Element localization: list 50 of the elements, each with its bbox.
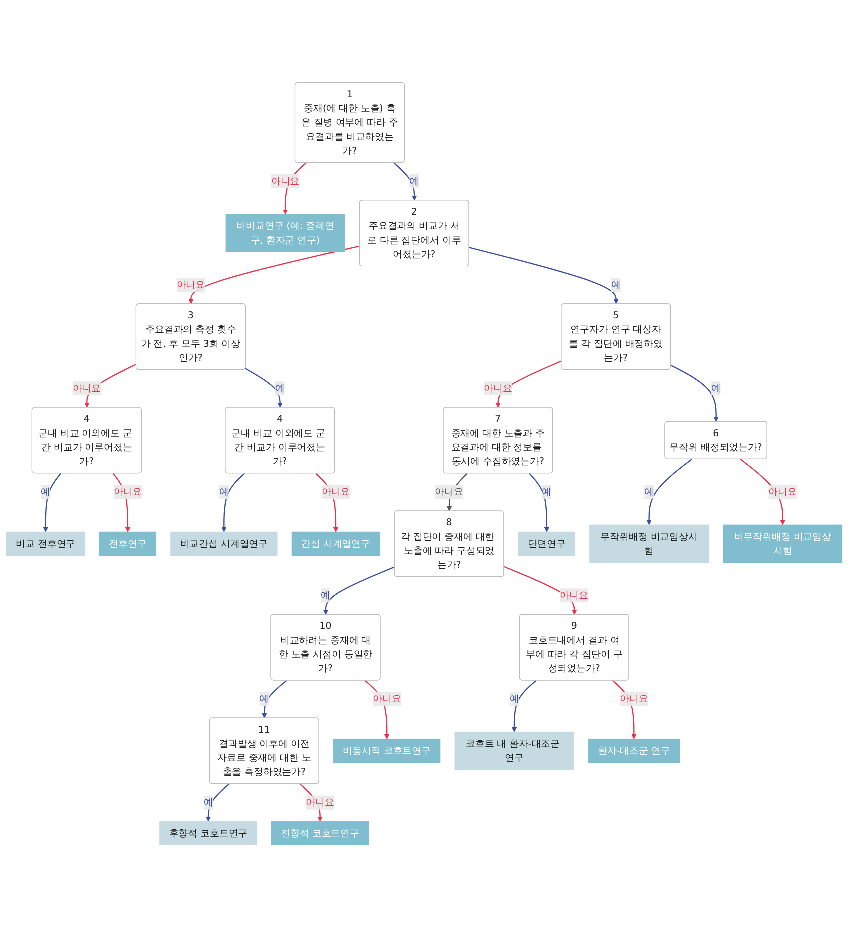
- arrow: [512, 680, 537, 732]
- node-box: 단면연구: [518, 532, 576, 556]
- edge-label: 아니요: [306, 796, 334, 808]
- arrow: [206, 784, 230, 822]
- node-box: 비교 전후연구: [6, 532, 86, 556]
- edge-label: 아니요: [114, 486, 142, 498]
- edge-label: 아니요: [768, 486, 797, 498]
- node-box: 전향적 코호트연구: [271, 821, 370, 846]
- edge-label: 아니요: [560, 590, 588, 602]
- edge-label: 아니요: [484, 382, 512, 394]
- node-box: 전후연구: [99, 532, 156, 556]
- arrow: [43, 473, 62, 532]
- edge-label: 예: [219, 486, 229, 498]
- arrow: [245, 368, 283, 408]
- edge-label: 아니요: [176, 279, 206, 290]
- node-box: 코호트 내 환자-대조군 연구: [454, 732, 574, 770]
- edge-label: 예: [410, 176, 420, 187]
- node-box: 비교간섭 시계열연구: [170, 532, 278, 556]
- arrow: [262, 680, 288, 719]
- edge-label: 예: [510, 693, 520, 705]
- edge-label: 아니요: [322, 486, 350, 498]
- node-box: 후향적 코호트연구: [160, 821, 258, 846]
- edge-label: 예: [644, 486, 654, 498]
- edge-label: 예: [41, 486, 51, 498]
- node-box: 환자-대조군 연구: [588, 739, 680, 764]
- edge-label: 예: [542, 486, 552, 498]
- edge-label: 아니요: [72, 382, 102, 394]
- edge-label: 예: [321, 590, 330, 602]
- edge-label: 예: [275, 382, 285, 394]
- arrow: [670, 365, 719, 422]
- node-box: 비비교연구 (예: 증례연구, 환자군 연구): [226, 214, 346, 252]
- arrow: [394, 162, 418, 201]
- edge-label: 예: [711, 382, 721, 394]
- node-box: 비동시적 코호트연구: [334, 739, 441, 764]
- arrow: [469, 247, 619, 304]
- arrow: [222, 473, 246, 532]
- edge-label: 아니요: [435, 486, 464, 498]
- edge-label: 아니요: [372, 693, 402, 705]
- edge-label: 아니요: [271, 176, 300, 187]
- arrow: [323, 566, 396, 616]
- edge-label: 아니요: [620, 693, 648, 705]
- node-box: 무작위배정 비교임상시험: [590, 524, 710, 564]
- arrow: [188, 246, 360, 304]
- edge-label: 예: [260, 693, 270, 705]
- node-box: 비무작위배정 비교임상시험: [723, 524, 843, 564]
- edge-label: 예: [611, 279, 621, 290]
- edge-label: 예: [204, 796, 214, 808]
- arrow: [646, 459, 692, 526]
- node-box: 간섭 시계열연구: [292, 532, 380, 556]
- arrow: [529, 473, 550, 532]
